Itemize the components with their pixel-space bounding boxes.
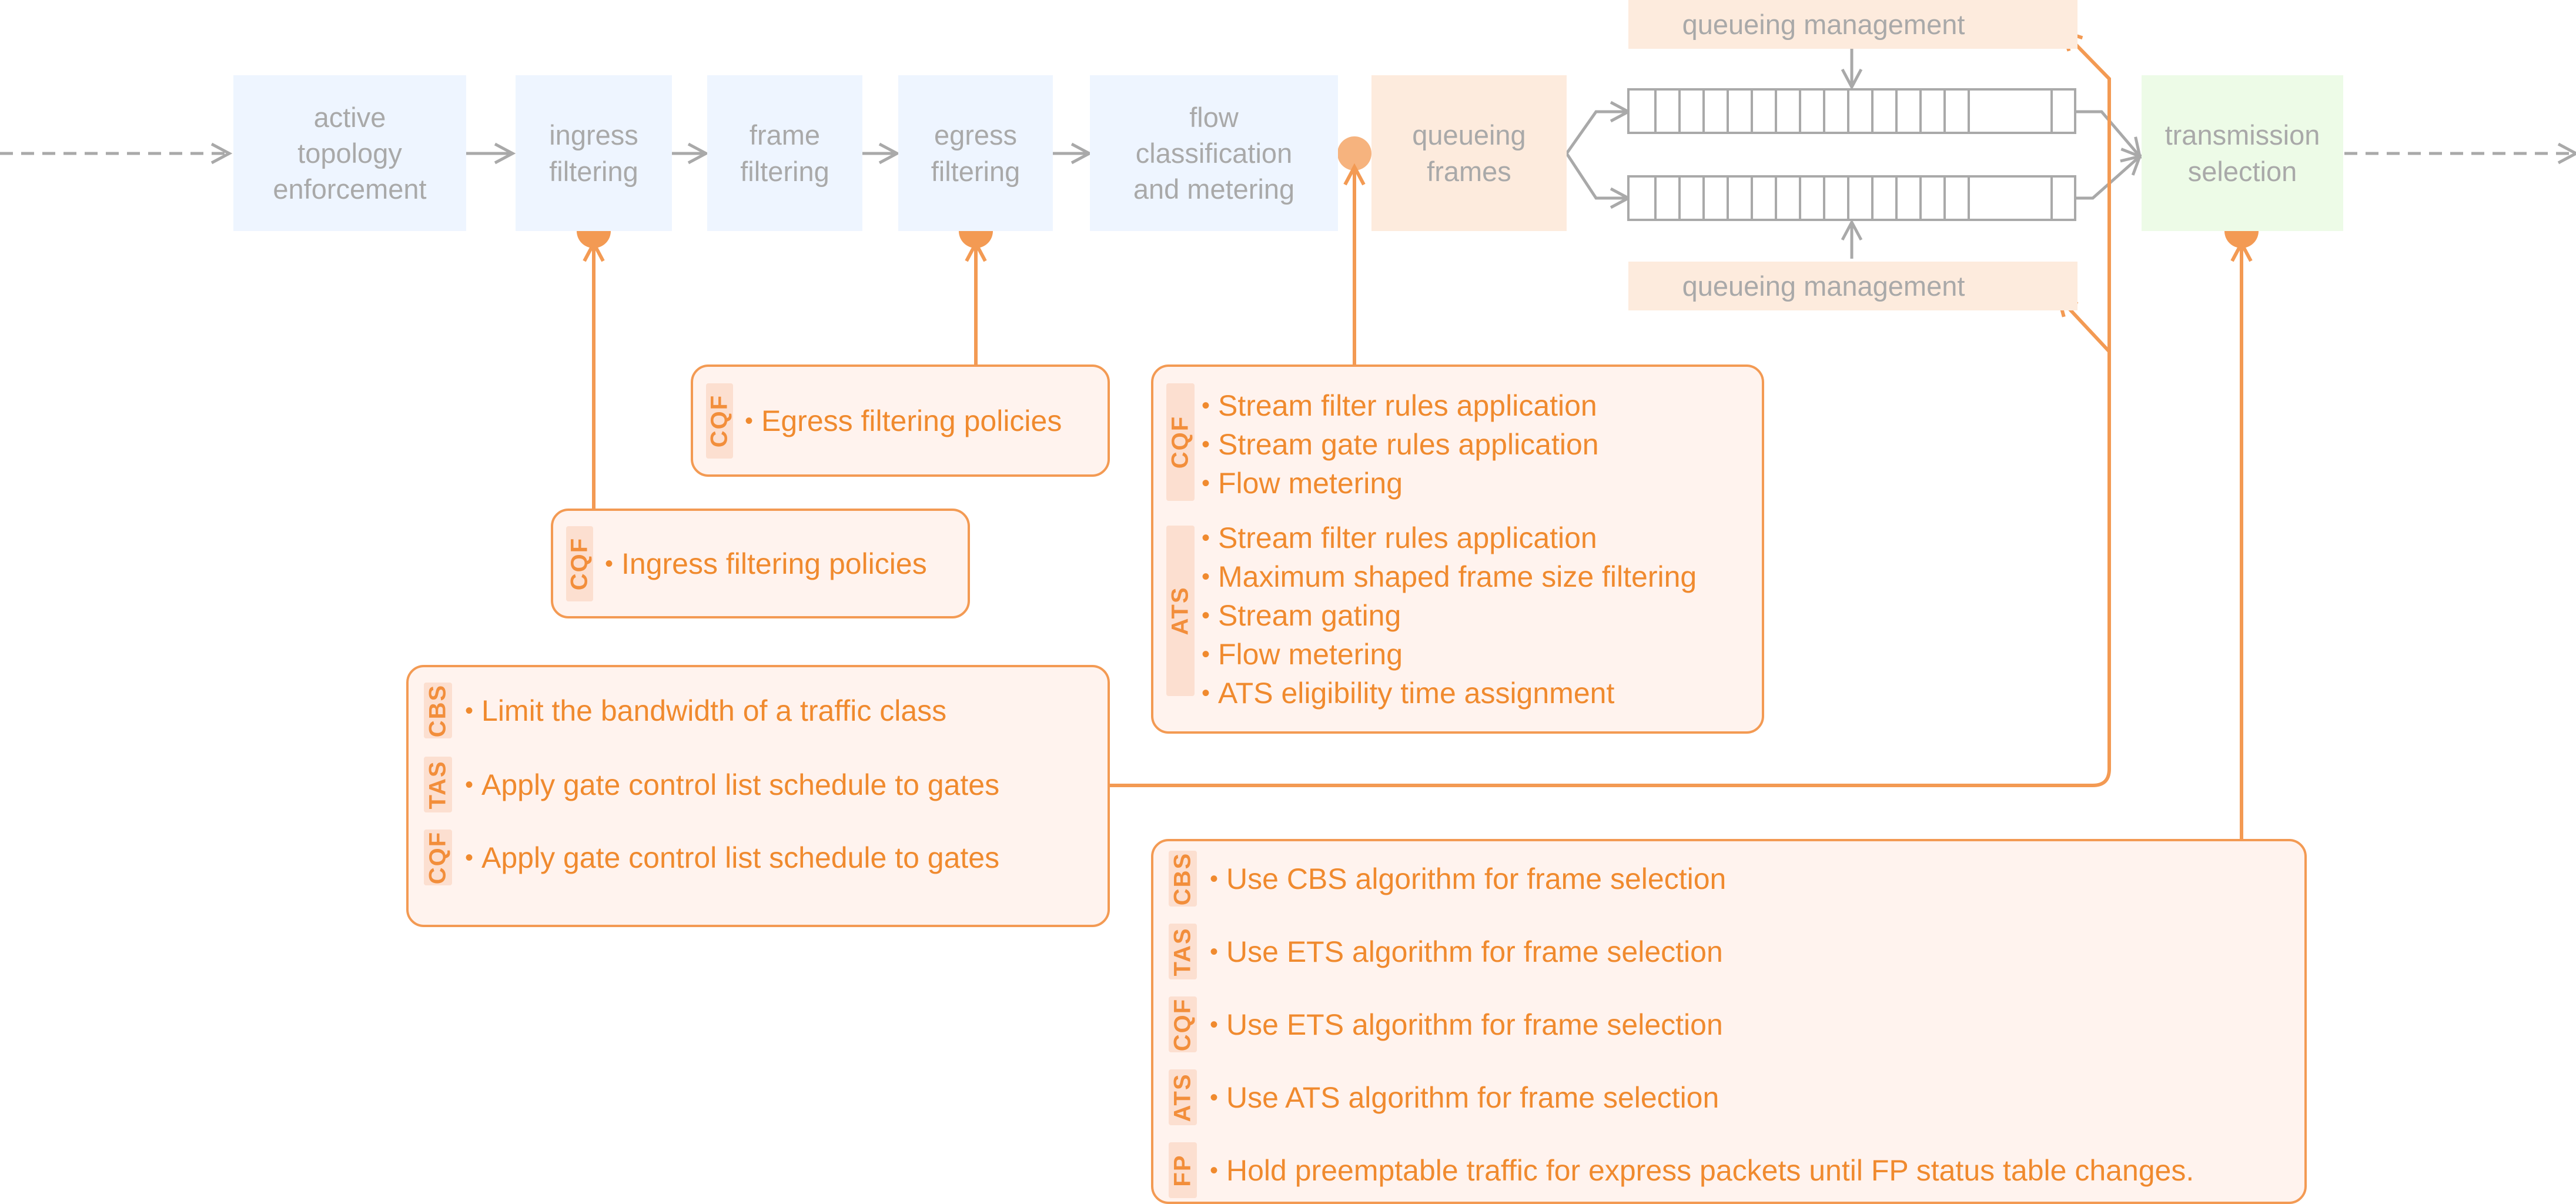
callout-transmission: CBS Use CBS algorithm for frame selection… [1151, 839, 2307, 1204]
tag-label: CQF [706, 394, 732, 448]
stage-transmission-selection: transmission selection [2142, 75, 2343, 231]
callout-item-list: Egress filtering policies [745, 403, 1062, 442]
tag-cqf: CQF [706, 383, 733, 459]
callout-item: Flow metering [1202, 465, 1599, 504]
tag-label: CBS [1169, 852, 1196, 905]
tag-ats: ATS [1166, 526, 1195, 696]
top-queue [1627, 88, 2076, 134]
callout-item-list: Ingress filtering policies [605, 546, 927, 584]
tag-label: CQF [1167, 415, 1193, 469]
callout-item-list: Apply gate control list schedule to gate… [465, 767, 999, 805]
tag-label: ATS [1167, 586, 1193, 636]
queueing-management-bottom: queueing management [1628, 262, 2077, 310]
tag-label: CQF [566, 537, 593, 591]
callout-ingress: CQF Ingress filtering policies [551, 509, 970, 618]
callout-item: Stream filter rules application [1202, 520, 1697, 558]
tag-cqf: CQF [1169, 996, 1197, 1052]
tag-cqf: CQF [424, 830, 452, 885]
callout-item: Stream filter rules application [1202, 387, 1599, 426]
stage-ingress-filtering: ingress filtering [516, 75, 672, 231]
callout-item: Use CBS algorithm for frame selection [1210, 861, 1726, 899]
tag-label: TAS [1169, 927, 1196, 976]
tag-cqf: CQF [1166, 383, 1195, 501]
callout-item-list: Limit the bandwidth of a traffic class [465, 693, 946, 731]
stage-frame-filtering: frame filtering [707, 75, 862, 231]
tag-label: CQF [424, 831, 451, 884]
tag-tas: TAS [424, 757, 452, 812]
top-queue-to-transmission [2075, 110, 2142, 159]
callout-item: Egress filtering policies [745, 403, 1062, 442]
tag-fp: FP [1169, 1142, 1197, 1198]
callout-item: Stream gating [1202, 597, 1697, 636]
callout-item-list: Stream filter rules applicationMaximum s… [1202, 520, 1697, 714]
callout-item: Flow metering [1202, 636, 1697, 675]
tag-ats: ATS [1169, 1069, 1197, 1125]
bottom-queue-to-transmission [2075, 154, 2142, 200]
queues [1627, 88, 2076, 221]
callout-item: Stream gate rules application [1202, 426, 1599, 465]
callout-item: Use ETS algorithm for frame selection [1210, 934, 1723, 972]
tag-label: ATS [1169, 1072, 1196, 1122]
fork-to-top-queue [1565, 101, 1632, 155]
callout-item-list: Use ETS algorithm for frame selection [1210, 934, 1723, 972]
fork-to-bottom-queue [1565, 152, 1632, 209]
tag-label: CBS [424, 684, 451, 737]
flow-node [1337, 136, 1371, 170]
tag-label: FP [1169, 1153, 1196, 1187]
callout-item: Apply gate control list schedule to gate… [465, 840, 999, 878]
stage-active-topology-enforcement: active topology enforcement [233, 75, 466, 231]
callout-item: Limit the bandwidth of a traffic class [465, 693, 946, 731]
callout-item-list: Apply gate control list schedule to gate… [465, 840, 999, 878]
callout-queue: CBS Limit the bandwidth of a traffic clas… [406, 665, 1110, 927]
queueing-management-top: queueing management [1628, 0, 2077, 49]
queue-mgmt-connector [1110, 32, 2111, 787]
tag-cbs: CBS [1169, 851, 1197, 907]
callout-item-list: Use ATS algorithm for frame selection [1210, 1079, 1719, 1118]
stage-egress-filtering: egress filtering [898, 75, 1053, 231]
tag-label: CQF [1169, 998, 1196, 1051]
callout-item: Apply gate control list schedule to gate… [465, 767, 999, 805]
callout-item-list: Use ETS algorithm for frame selection [1210, 1006, 1723, 1045]
callout-flow: CQFStream filter rules applicationStream… [1151, 364, 1764, 734]
callout-item-list: Hold preemptable traffic for express pac… [1210, 1152, 2194, 1191]
bottom-queue [1627, 175, 2076, 221]
stage-flow-classification-and-metering: flow classification and metering [1090, 75, 1338, 231]
tag-cqf: CQF [566, 526, 593, 601]
tag-tas: TAS [1169, 924, 1197, 979]
callout-item-list: Stream filter rules applicationStream ga… [1202, 387, 1599, 504]
callout-item-list: Use CBS algorithm for frame selection [1210, 861, 1726, 899]
callout-item: Ingress filtering policies [605, 546, 927, 584]
callout-item: Use ETS algorithm for frame selection [1210, 1006, 1723, 1045]
callout-item: ATS eligibility time assignment [1202, 675, 1697, 714]
callout-item: Use ATS algorithm for frame selection [1210, 1079, 1719, 1118]
tag-cbs: CBS [424, 683, 452, 738]
tag-label: TAS [424, 760, 451, 810]
callout-item: Hold preemptable traffic for express pac… [1210, 1152, 2194, 1191]
stage-queueing-frames: queueing frames [1371, 75, 1567, 231]
callout-item: Maximum shaped frame size filtering [1202, 558, 1697, 597]
callout-egress: CQF Egress filtering policies [691, 364, 1110, 477]
